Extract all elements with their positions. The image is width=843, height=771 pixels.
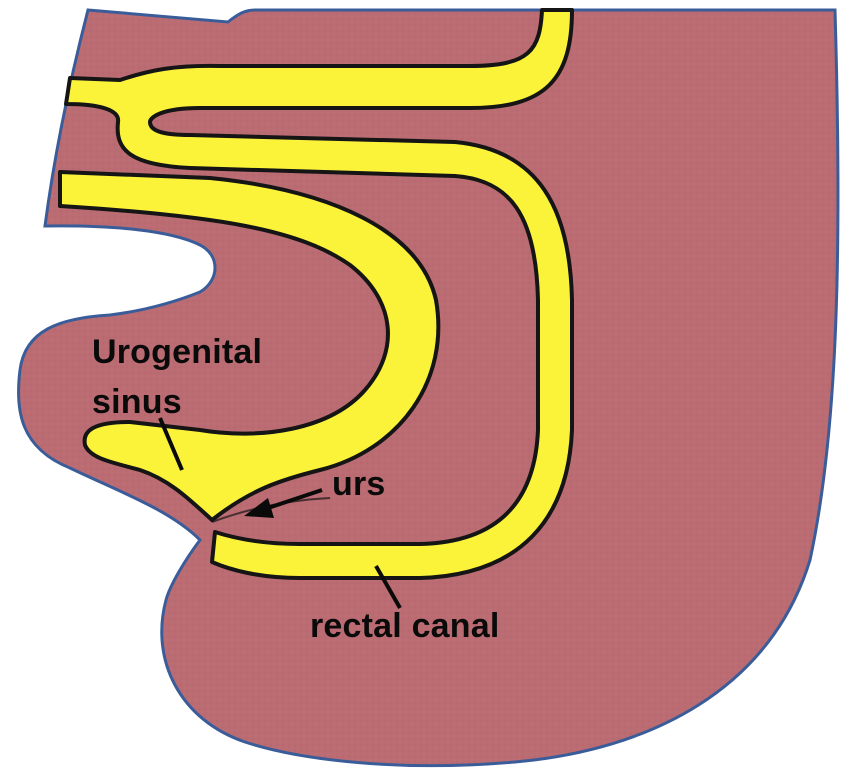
label-rectal-canal: rectal canal (310, 606, 500, 646)
label-urs: urs (332, 464, 386, 504)
label-sinus: sinus (92, 382, 182, 422)
label-urogenital: Urogenital (92, 332, 262, 372)
